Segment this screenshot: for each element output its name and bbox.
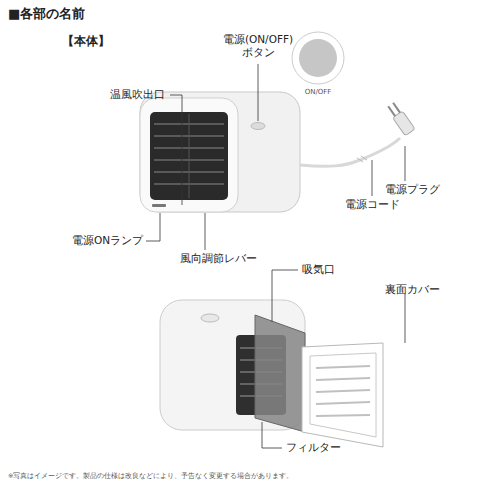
part-name: 吸気口 [302,263,335,276]
part-name: 風向調節レバー [180,252,257,265]
page-title: ■各部の名前 [8,6,85,22]
section-heading: 【本体】 [62,34,110,49]
part-name: 温風吹出口 [110,88,165,101]
caption-note: ※写真はイメージです。製品の仕様は改良などにより、予告なく変更する場合があります… [8,472,293,480]
part-name: 電源ONランプ [72,234,143,247]
part-name: 電源(ON/OFF)ボタン [218,33,298,59]
part-name: フィルター [286,441,341,454]
button-marking: ON/OFF [288,88,348,97]
part-name: 電源コード [345,198,400,211]
leader-lines [146,64,405,448]
part-name: 裏面カバー [385,283,440,296]
part-name: 電源プラグ [385,183,440,196]
